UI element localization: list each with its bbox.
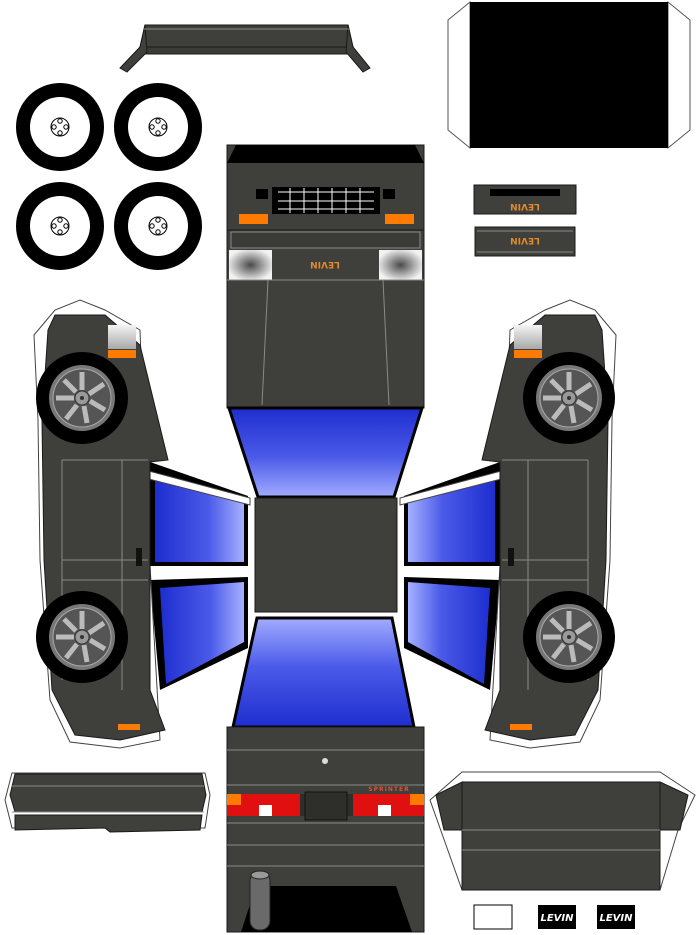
- front-bumper-piece: [4, 772, 211, 833]
- side-window-right-rear: [408, 582, 490, 684]
- grille-piece-label-2: LEVIN: [510, 235, 540, 245]
- wheel-right-front: [523, 352, 615, 444]
- exhaust-pipe: [249, 870, 271, 931]
- windshield: [226, 406, 425, 499]
- interior-roof-piece: [447, 0, 691, 150]
- rear-window: [231, 616, 416, 729]
- wheel-left-front: [36, 352, 128, 444]
- right-side-panel: [399, 299, 617, 749]
- side-windows: [150, 462, 500, 690]
- side-window-right-front: [408, 477, 495, 562]
- rear-bumper-piece: [429, 771, 696, 891]
- wheel-bottom-right: [114, 182, 202, 270]
- wheel-right-rear: [523, 591, 615, 683]
- turn-signal-side-right: [514, 350, 542, 358]
- badge-left-label: LEVIN: [540, 913, 574, 924]
- side-window-left-rear: [160, 582, 244, 684]
- spoiler-piece: [119, 24, 371, 73]
- badge-right-label: LEVIN: [599, 913, 633, 924]
- turn-signal-front-right: [385, 214, 414, 224]
- turn-signal-front-left: [239, 214, 268, 224]
- wheel-left-rear: [36, 591, 128, 683]
- grille-piece-label-1: LEVIN: [510, 201, 540, 211]
- headlamp-left: [229, 250, 272, 280]
- wheel-bottom-left: [16, 182, 104, 270]
- wheel-top-left: [16, 83, 104, 171]
- blank-plate: [473, 904, 513, 930]
- roof-panel: [254, 497, 398, 613]
- hood-badge-label: LEVIN: [310, 259, 340, 269]
- wheel-pieces: [16, 83, 202, 270]
- main-body-net: LEVIN SPRINTER: [226, 144, 425, 933]
- badge-pieces: LEVIN LEVIN: [473, 904, 635, 930]
- headlamp-right: [379, 250, 422, 280]
- wheel-top-right: [114, 83, 202, 171]
- rear-badge-label: SPRINTER: [368, 786, 409, 793]
- grille-badge-pieces: LEVIN LEVIN: [473, 184, 577, 257]
- turn-signal-side-left: [108, 350, 136, 358]
- left-side-panel: [33, 299, 251, 749]
